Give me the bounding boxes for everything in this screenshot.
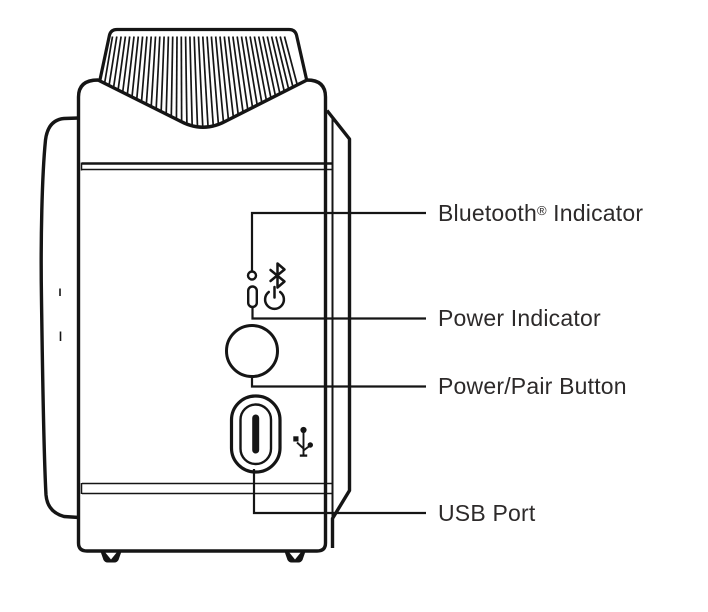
- foot-notch: [105, 552, 117, 560]
- device-body: [76, 78, 332, 553]
- callout-lines: [250, 211, 426, 515]
- feet: [100, 550, 306, 563]
- registered-mark: ®: [537, 203, 547, 218]
- label-usb-port: USB Port: [438, 500, 536, 526]
- label-bluetooth-rest: Indicator: [546, 200, 644, 226]
- control-panel: [225, 262, 313, 474]
- callout-line-power-pair: [250, 376, 426, 388]
- callout-line-bluetooth: [250, 211, 426, 272]
- label-bluetooth-indicator: Bluetooth® Indicator: [438, 200, 643, 226]
- power-icon: [263, 285, 286, 311]
- foot-notch: [289, 552, 301, 560]
- right-side-face: [325, 109, 352, 548]
- side-panel: [39, 116, 80, 520]
- side-panel-outline: [39, 116, 80, 520]
- bluetooth-indicator-led: [246, 270, 258, 281]
- usb-trident-icon: [293, 426, 313, 457]
- body-outline: [76, 78, 328, 553]
- right-face-outer-edge: [325, 109, 352, 548]
- label-bluetooth-base: Bluetooth: [438, 200, 537, 226]
- label-power-indicator: Power Indicator: [438, 305, 601, 331]
- bluetooth-icon: [269, 262, 286, 289]
- power-indicator-led: [246, 285, 258, 309]
- power-pair-button: [225, 324, 279, 378]
- label-power-pair-button: Power/Pair Button: [438, 373, 627, 399]
- callout-line-power-indicator: [251, 306, 426, 320]
- usb-port: [229, 394, 282, 474]
- callout-line-usb: [252, 469, 426, 515]
- usb-port-inner: [239, 403, 273, 466]
- usb-port-tongue: [252, 414, 260, 454]
